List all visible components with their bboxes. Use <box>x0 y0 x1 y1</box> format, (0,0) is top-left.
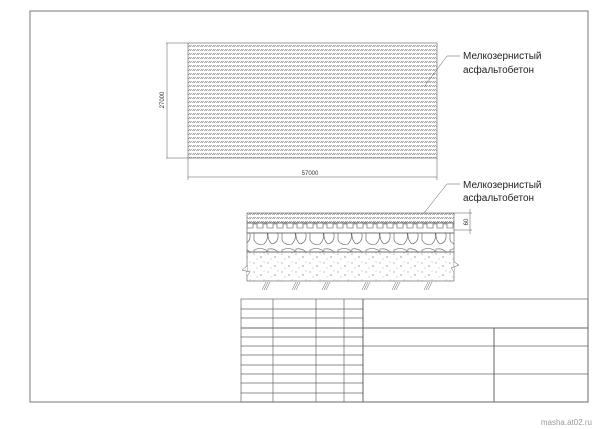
width-dimension: 57000 <box>302 171 319 177</box>
plan-label-line2: асфальтобетон <box>463 64 534 76</box>
plan-leader <box>423 55 460 88</box>
plan-label-line1: Мелкозернистый <box>463 51 542 62</box>
plan-asphalt-area <box>187 42 438 159</box>
watermark: masha.at02.ru <box>541 418 592 427</box>
plan-view: 57000 27000 Мелкозернистый асфальтобетон <box>160 42 542 180</box>
sand-layer <box>246 251 455 282</box>
section-leader <box>423 183 460 214</box>
section-label-line1: Мелкозернистый <box>463 180 542 191</box>
section-label-line2: асфальтобетон <box>463 192 534 204</box>
ground-hatching <box>261 281 433 291</box>
section-view: 60 Мелкозернистый асфальтобетон <box>241 180 542 291</box>
height-dimension: 27000 <box>160 91 166 108</box>
thickness-dimension: 60 <box>464 218 470 225</box>
asphalt-layer <box>246 212 455 224</box>
binder-layer <box>246 222 455 234</box>
title-block <box>240 298 589 403</box>
crushed-stone-layer <box>246 232 455 253</box>
